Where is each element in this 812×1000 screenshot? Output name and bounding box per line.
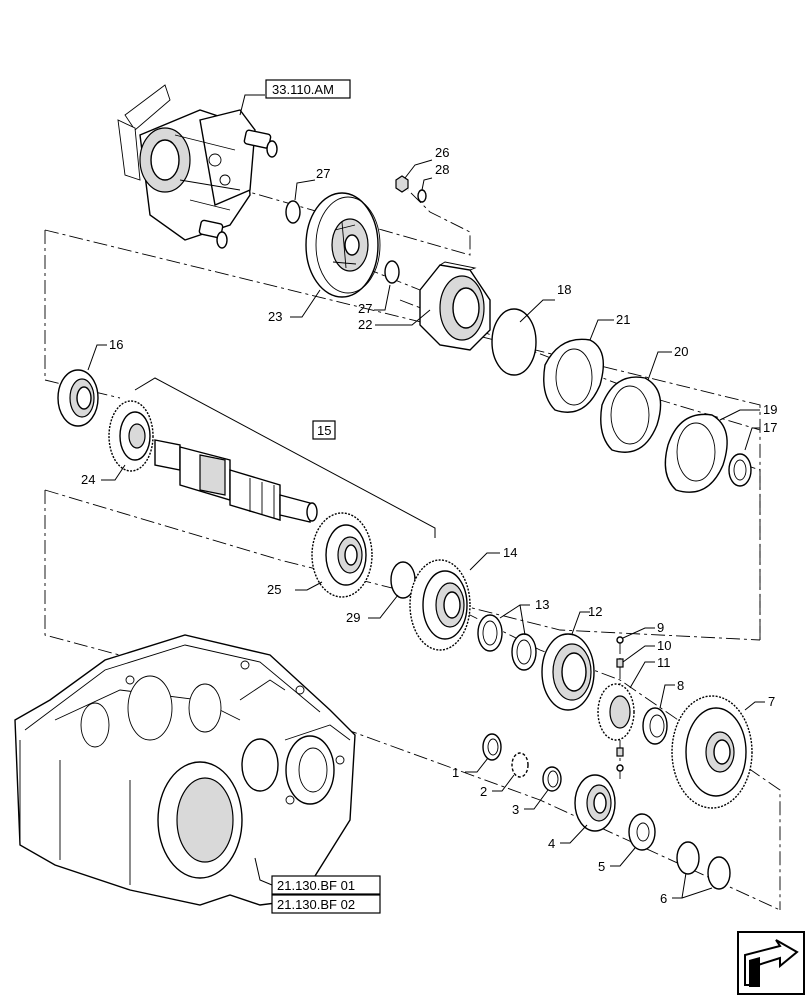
callout-18: 18	[557, 282, 571, 297]
gasket-19	[664, 413, 728, 493]
callout-20: 20	[674, 344, 688, 359]
callout-7: 7	[768, 694, 775, 709]
o-ring-18	[491, 308, 537, 376]
shaft-assembly-15	[154, 439, 318, 523]
reference-21-130-bf-02[interactable]: 21.130.BF 02	[271, 894, 381, 914]
bearing-6b	[707, 856, 731, 890]
bearing-6a	[676, 841, 700, 875]
reference-21-130-bf-01-label: 21.130.BF 01	[277, 878, 355, 893]
callout-10: 10	[657, 638, 671, 653]
callout-27-lower: 27	[358, 301, 372, 316]
washer-1	[482, 733, 502, 761]
callout-5: 5	[598, 859, 605, 874]
gasket-20	[600, 376, 662, 453]
callout-23: 23	[268, 309, 282, 324]
bearing-16	[57, 369, 99, 427]
callout-11: 11	[657, 655, 671, 670]
seal-17	[728, 453, 752, 487]
spacer-3	[542, 766, 562, 792]
callout-2: 2	[480, 784, 487, 799]
needle-bearing-13a	[477, 614, 503, 652]
drive-disc-23	[305, 192, 381, 298]
reference-33-110-am[interactable]: 33.110.AM	[265, 79, 351, 99]
shim-5	[628, 813, 656, 851]
callout-12: 12	[588, 604, 602, 619]
callout-8: 8	[677, 678, 684, 693]
lock-washer-2	[511, 752, 529, 778]
callout-1: 1	[452, 765, 459, 780]
ball-9	[616, 636, 624, 644]
callout-26: 26	[435, 145, 449, 160]
hydraulic-pump-assembly	[117, 84, 278, 249]
callout-14: 14	[503, 545, 517, 560]
callout-9: 9	[657, 620, 664, 635]
snap-ring-27-lower	[384, 260, 400, 284]
callout-29: 29	[346, 610, 360, 625]
snap-ring-27-upper	[285, 200, 301, 224]
bearing-housing-22	[419, 261, 491, 351]
hub-11	[597, 683, 635, 772]
callout-24: 24	[81, 472, 95, 487]
reference-21-130-bf-01[interactable]: 21.130.BF 01	[271, 875, 381, 895]
synchro-sleeve-12	[541, 633, 595, 711]
callout-3: 3	[512, 802, 519, 817]
transmission-case	[14, 634, 356, 906]
gear-25	[311, 512, 373, 598]
washer-28	[417, 189, 427, 203]
gasket-21	[543, 338, 604, 413]
callout-28: 28	[435, 162, 449, 177]
reference-21-130-bf-02-label: 21.130.BF 02	[277, 897, 355, 912]
callout-6: 6	[660, 891, 667, 906]
gear-7	[671, 695, 753, 809]
callout-27-upper: 27	[316, 166, 330, 181]
assembly-ref-15: 15	[312, 420, 336, 440]
callout-19: 19	[763, 402, 777, 417]
bearing-4	[574, 774, 616, 832]
callout-13: 13	[535, 597, 549, 612]
callout-labels: 1 2 3 4 5 6 7 8 9 10 11 12 13 14 16 17 1…	[81, 145, 777, 906]
gear-24	[108, 400, 154, 472]
callout-21: 21	[616, 312, 630, 327]
callout-16: 16	[109, 337, 123, 352]
callout-4: 4	[548, 836, 555, 851]
reference-33-110-am-label: 33.110.AM	[272, 82, 334, 97]
nut-26	[395, 175, 409, 193]
needle-bearing-13b	[511, 633, 537, 671]
callout-22: 22	[358, 317, 372, 332]
callout-25: 25	[267, 582, 281, 597]
spring-10	[616, 658, 624, 668]
assembly-ref-15-label: 15	[317, 423, 331, 438]
gear-14	[409, 559, 471, 651]
callout-17: 17	[763, 420, 777, 435]
thrust-washer-8	[642, 707, 668, 745]
leader-lines	[87, 94, 765, 899]
next-page-arrow-icon[interactable]	[737, 931, 805, 995]
